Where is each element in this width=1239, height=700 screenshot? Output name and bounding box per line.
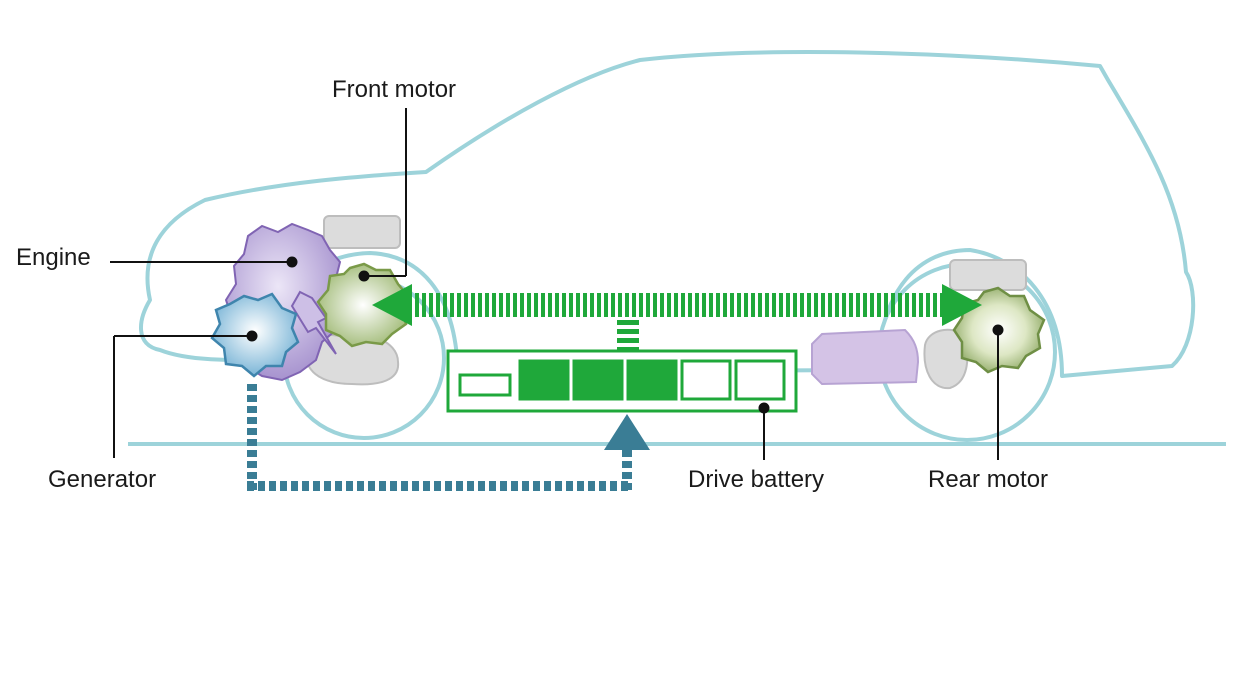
charge-flow-arrowhead: [604, 414, 650, 450]
rear-electric-unit: [811, 328, 920, 386]
rear-inverter: [949, 259, 1027, 291]
battery-cell-empty: [734, 359, 786, 401]
label-rear-motor: Rear motor: [928, 466, 1048, 493]
charge-flow-path: [247, 384, 650, 491]
drive-battery-icon: [446, 349, 798, 413]
rear-transmission: [923, 328, 969, 390]
battery-connector: [617, 320, 639, 352]
battery-cell-charged: [518, 359, 570, 401]
battery-cell-charged: [572, 359, 624, 401]
label-drive-battery: Drive battery: [688, 466, 824, 493]
front-motor-icon: [316, 262, 410, 348]
power-flow-arrowhead-right: [942, 284, 982, 326]
battery-terminal: [458, 373, 512, 397]
battery-cell-charged: [626, 359, 678, 401]
car-body-outline: [139, 50, 1196, 378]
leader-lines: [110, 108, 1004, 460]
label-front-motor: Front motor: [332, 76, 456, 103]
battery-cell-empty: [680, 359, 732, 401]
label-engine: Engine: [16, 244, 91, 271]
lightning-icon: [290, 290, 337, 355]
label-generator: Generator: [48, 466, 156, 493]
front-inverter: [323, 215, 401, 249]
power-flow-arrowhead-left: [372, 284, 412, 326]
